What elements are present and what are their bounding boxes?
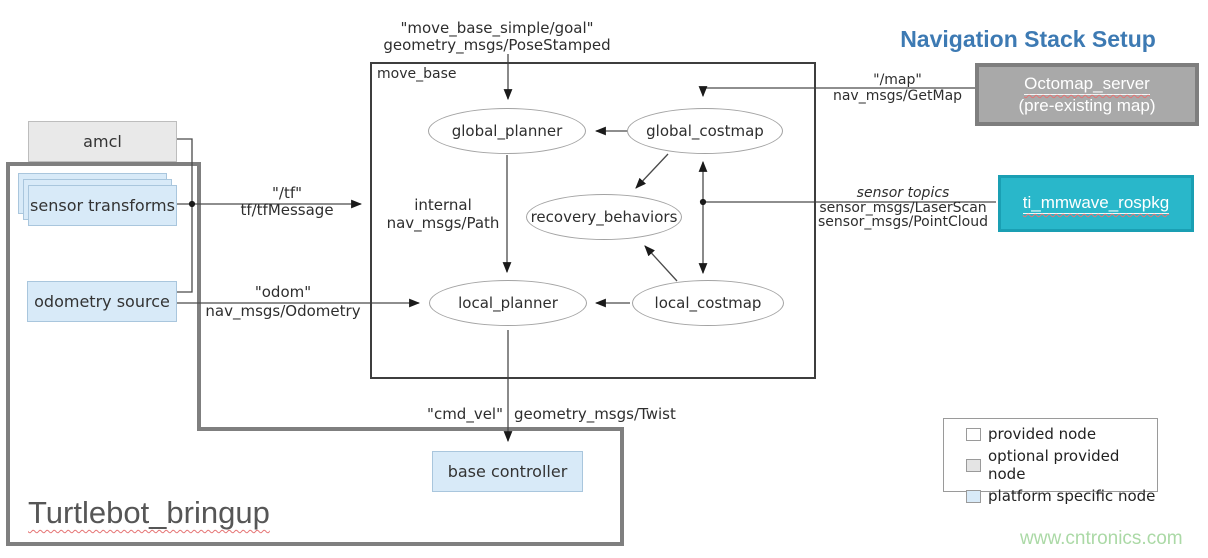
node-global-costmap-label: global_costmap bbox=[646, 122, 764, 140]
legend-label-optional: optional provided node bbox=[988, 447, 1120, 483]
wire-amcl-odometry-connector bbox=[177, 138, 193, 293]
node-local-costmap-label: local_costmap bbox=[654, 294, 762, 312]
goal-topic-label: "move_base_simple/goal" geometry_msgs/Po… bbox=[347, 20, 647, 54]
move-base-container: move_base bbox=[370, 62, 816, 379]
node-ti-mmwave-rospkg: ti_mmwave_rospkg bbox=[998, 175, 1194, 232]
node-amcl-label: amcl bbox=[83, 132, 122, 151]
legend-row-optional: optional provided node bbox=[966, 447, 1157, 483]
tf-topic-label: "/tf" tf/tfMessage bbox=[217, 185, 357, 219]
turtlebot-bringup-boundary bbox=[6, 162, 624, 546]
node-octomap-server-sublabel: (pre-existing map) bbox=[1018, 96, 1156, 115]
cmdvel-topic-type: geometry_msgs/Twist bbox=[514, 405, 676, 423]
move-base-container-label: move_base bbox=[377, 66, 457, 82]
legend-row-platform: platform specific node bbox=[966, 487, 1157, 505]
goal-topic-name: "move_base_simple/goal" bbox=[400, 19, 594, 37]
node-sensor-transforms: sensor transforms bbox=[28, 185, 177, 226]
node-global-costmap: global_costmap bbox=[627, 108, 783, 154]
node-local-planner-label: local_planner bbox=[458, 294, 558, 312]
node-recovery-behaviors-label: recovery_behaviors bbox=[530, 208, 678, 226]
node-global-planner-label: global_planner bbox=[451, 122, 563, 140]
sensor-topics-junction-dot bbox=[699, 198, 707, 206]
legend-swatch-provided bbox=[966, 427, 981, 441]
legend-swatch-optional bbox=[966, 458, 981, 472]
node-amcl: amcl bbox=[28, 121, 177, 162]
legend-swatch-platform bbox=[966, 489, 981, 503]
node-global-planner: global_planner bbox=[428, 108, 586, 154]
node-octomap-server: Octomap_server (pre-existing map) bbox=[975, 63, 1199, 126]
tf-junction-dot bbox=[188, 200, 196, 208]
map-topic-type: nav_msgs/GetMap bbox=[832, 87, 963, 104]
wire-local-costmap-to-recovery bbox=[644, 245, 678, 282]
sensor-topics-type1: sensor_msgs/LaserScan bbox=[819, 199, 987, 216]
wire-global-costmap-to-recovery bbox=[635, 153, 669, 189]
goal-topic-type: geometry_msgs/PoseStamped bbox=[383, 36, 611, 54]
sensor-topics-label: sensor topics sensor_msgs/LaserScan sens… bbox=[812, 186, 994, 230]
page-title: Navigation Stack Setup bbox=[900, 26, 1156, 52]
node-octomap-server-label: Octomap_server bbox=[1024, 74, 1150, 95]
node-odometry-source: odometry source bbox=[27, 281, 177, 322]
odom-topic-type: nav_msgs/Odometry bbox=[205, 302, 361, 320]
node-sensor-transforms-label: sensor transforms bbox=[30, 196, 175, 215]
internal-path-label: internal nav_msgs/Path bbox=[373, 196, 513, 232]
internal-type-text: nav_msgs/Path bbox=[386, 214, 500, 232]
legend-row-provided: provided node bbox=[966, 425, 1157, 443]
watermark: www.cntronics.com bbox=[1020, 528, 1183, 549]
node-recovery-behaviors: recovery_behaviors bbox=[526, 194, 682, 240]
tf-topic-type: tf/tfMessage bbox=[240, 201, 334, 219]
legend: provided node optional provided node pla… bbox=[943, 418, 1158, 505]
cmdvel-topic-name: "cmd_vel" bbox=[427, 405, 503, 423]
sensor-topics-title: sensor topics bbox=[856, 185, 950, 201]
tf-topic-name: "/tf" bbox=[271, 184, 302, 202]
map-topic-label: "/map" nav_msgs/GetMap bbox=[820, 72, 975, 104]
legend-label-platform: platform specific node bbox=[988, 487, 1156, 505]
node-local-costmap: local_costmap bbox=[632, 280, 784, 326]
node-base-controller: base controller bbox=[432, 451, 583, 492]
odom-topic-name: "odom" bbox=[254, 283, 312, 301]
node-local-planner: local_planner bbox=[429, 280, 587, 326]
turtlebot-bringup-label: Turtlebot_bringup bbox=[28, 495, 270, 530]
sensor-topics-type2: sensor_msgs/PointCloud bbox=[818, 214, 988, 230]
legend-label-provided: provided node bbox=[988, 425, 1097, 443]
internal-label-text: internal bbox=[414, 196, 472, 214]
node-odometry-source-label: odometry source bbox=[34, 292, 170, 311]
odom-topic-label: "odom" nav_msgs/Odometry bbox=[203, 283, 363, 321]
wire-map-to-global-costmap bbox=[698, 86, 975, 98]
map-topic-name: "/map" bbox=[873, 72, 922, 88]
node-base-controller-label: base controller bbox=[447, 462, 568, 481]
node-ti-mmwave-rospkg-label: ti_mmwave_rospkg bbox=[1022, 193, 1170, 214]
